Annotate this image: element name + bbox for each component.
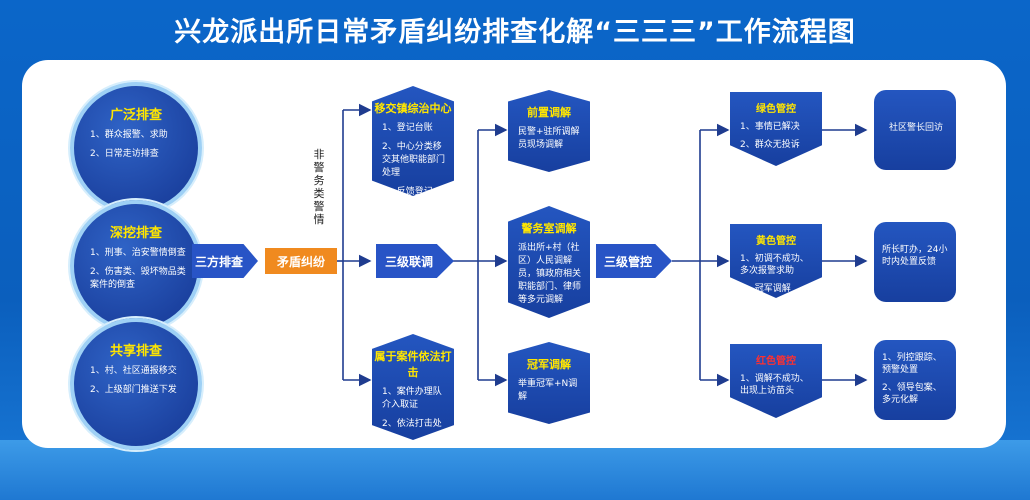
hex-title: 前置调解 <box>527 106 571 119</box>
hex-line: 派出所+村（社区）人民调解员，镇政府相关职能部门、律师等多元调解 <box>518 243 582 305</box>
hex-line: 1、案件办理队介入取证 <box>382 387 442 410</box>
hex-police-room-mediation: 警务室调解 派出所+村（社区）人民调解员，镇政府相关职能部门、律师等多元调解 <box>508 206 590 318</box>
shield-title: 红色管控 <box>756 356 796 367</box>
hex-line: 2、中心分类移交其他职能部门处理 <box>382 142 446 178</box>
hex-title: 冠军调解 <box>527 358 571 371</box>
circle-line: 2、日常走访排查 <box>90 149 159 159</box>
result-red: 1、列控跟踪、预警处置 2、领导包案、多元化解 <box>874 340 956 420</box>
result-line: 所长盯办，24小时内处置反馈 <box>882 245 948 267</box>
circle-line: 1、刑事、治安警情倒查 <box>90 248 186 258</box>
circle-line: 1、村、社区通报移交 <box>90 366 177 376</box>
hex-champion-mediation: 冠军调解 举重冠军+N调解 <box>508 342 590 424</box>
hex-transfer-center: 移交镇综治中心 1、登记台账 2、中心分类移交其他职能部门处理 3、反馈登记 <box>372 86 454 196</box>
shield-title: 绿色管控 <box>756 104 796 115</box>
result-line: 1、列控跟踪、预警处置 <box>882 353 942 375</box>
circle-broad-investigation: 广泛排查 1、群众报警、求助 2、日常走访排查 <box>70 82 202 214</box>
non-police-label: 非警务类警情 <box>313 148 325 226</box>
shield-line: 1、事情已解决 <box>740 122 800 132</box>
hex-case-crackdown: 属于案件依法打击 1、案件办理队介入取证 2、依法打击处理 <box>372 334 454 440</box>
result-yellow: 所长盯办，24小时内处置反馈 <box>874 222 956 302</box>
hex-line: 3、反馈登记 <box>382 187 433 197</box>
arrow-three-level-control: 三级管控 <box>596 244 672 278</box>
hex-title: 移交镇综治中心 <box>374 102 452 115</box>
circle-title: 广泛排查 <box>109 108 162 123</box>
shield-line: 2、群众无投诉 <box>740 140 800 150</box>
shield-line: 1、初调不成功、多次报警求助 <box>740 254 809 276</box>
shield-title: 黄色管控 <box>756 236 796 247</box>
circle-deep-investigation: 深挖排查 1、刑事、治安警情倒查 2、伤害类、毁坏物品类案件的倒查 <box>70 200 202 332</box>
shield-line: 1、调解不成功、出现上访苗头 <box>740 374 809 396</box>
hex-line: 民警+驻所调解员现场调解 <box>518 127 580 150</box>
hex-title: 警务室调解 <box>521 222 577 235</box>
hex-line: 举重冠军+N调解 <box>518 379 578 402</box>
result-green: 社区警长回访 <box>874 90 956 170</box>
circle-line: 2、上级部门推送下发 <box>90 385 177 395</box>
circle-title: 共享排查 <box>109 344 162 359</box>
hex-front-mediation: 前置调解 民警+驻所调解员现场调解 <box>508 90 590 172</box>
shield-line: 2、冠军调解 <box>740 284 791 294</box>
page-title: 兴龙派出所日常矛盾纠纷排查化解“三三三”工作流程图 <box>174 17 856 48</box>
dispute-box: 矛盾纠纷 <box>265 248 337 274</box>
result-line: 社区警长回访 <box>888 123 943 133</box>
circle-line: 2、伤害类、毁坏物品类案件的倒查 <box>90 267 186 290</box>
circle-shared-investigation: 共享排查 1、村、社区通报移交 2、上级部门推送下发 <box>70 318 202 450</box>
arrow-three-way-investigation: 三方排查 <box>192 244 258 278</box>
circle-line: 1、群众报警、求助 <box>90 130 168 140</box>
hex-line: 1、登记台账 <box>382 123 433 133</box>
hex-title: 属于案件依法打击 <box>374 350 452 379</box>
arrow-three-level-mediation: 三级联调 <box>376 244 454 278</box>
circle-title: 深挖排查 <box>109 226 162 241</box>
background-band <box>0 440 1030 500</box>
result-line: 2、领导包案、多元化解 <box>882 383 942 405</box>
